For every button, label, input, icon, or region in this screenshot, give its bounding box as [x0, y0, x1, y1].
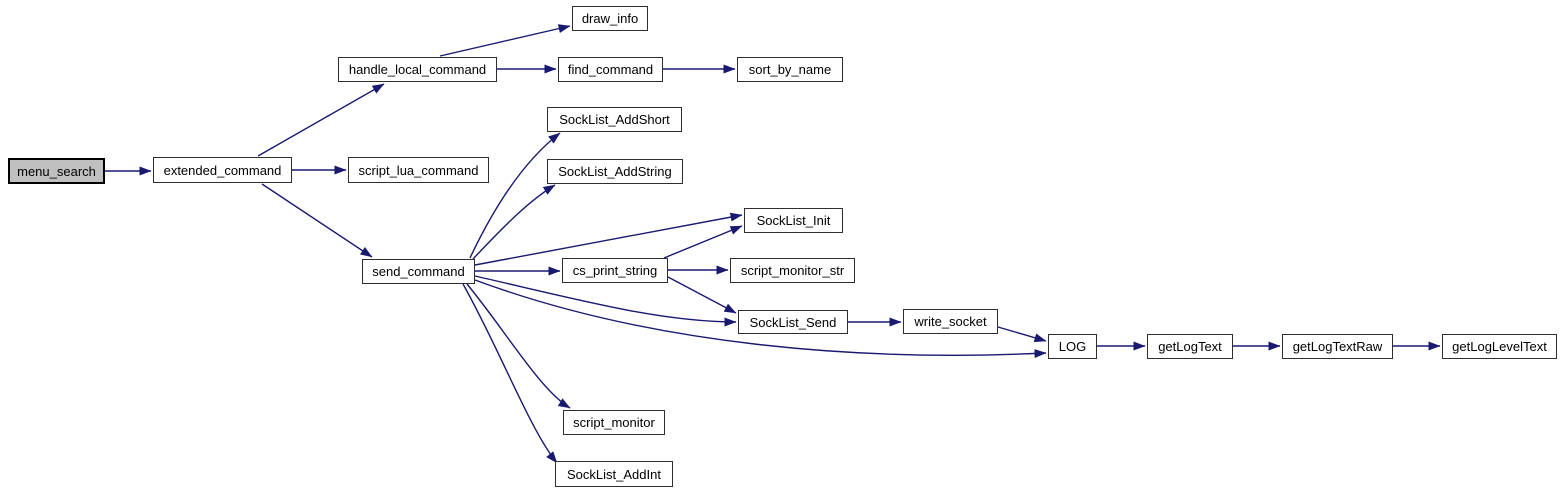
edge-cs_print_string-to-SockList_Send	[667, 276, 737, 314]
node-script_lua_command[interactable]: script_lua_command	[348, 157, 489, 183]
node-cs_print_string[interactable]: cs_print_string	[562, 258, 668, 283]
node-script_monitor_str[interactable]: script_monitor_str	[730, 258, 855, 283]
node-menu_search[interactable]: menu_search	[8, 158, 105, 184]
node-getLogLevelText[interactable]: getLogLevelText	[1442, 334, 1557, 359]
node-handle_local_command[interactable]: handle_local_command	[338, 57, 497, 82]
node-script_monitor[interactable]: script_monitor	[563, 410, 665, 435]
edge-extended_command-to-send_command	[261, 183, 373, 258]
node-getLogText[interactable]: getLogText	[1147, 334, 1233, 359]
node-SockList_AddInt[interactable]: SockList_AddInt	[555, 461, 673, 487]
edges-group	[105, 24, 1441, 464]
node-find_command[interactable]: find_command	[558, 57, 663, 82]
node-sort_by_name[interactable]: sort_by_name	[737, 57, 843, 82]
node-SockList_Init[interactable]: SockList_Init	[744, 208, 843, 233]
node-getLogTextRaw[interactable]: getLogTextRaw	[1282, 334, 1393, 359]
node-send_command[interactable]: send_command	[362, 259, 475, 284]
node-write_socket[interactable]: write_socket	[903, 309, 998, 334]
node-extended_command[interactable]: extended_command	[153, 157, 292, 183]
node-draw_info[interactable]: draw_info	[572, 6, 648, 31]
edge-extended_command-to-handle_local_command	[257, 83, 385, 157]
node-SockList_Send[interactable]: SockList_Send	[738, 310, 848, 334]
edge-send_command-to-SockList_AddString	[472, 184, 556, 260]
edge-handle_local_command-to-draw_info	[439, 24, 571, 57]
edge-send_command-to-script_monitor	[466, 283, 571, 409]
node-LOG[interactable]: LOG	[1048, 334, 1097, 359]
node-SockList_AddShort[interactable]: SockList_AddShort	[547, 107, 682, 132]
edge-send_command-to-SockList_Send	[474, 275, 737, 327]
edge-send_command-to-SockList_Init	[474, 212, 743, 266]
edge-write_socket-to-LOG	[997, 326, 1047, 343]
edge-cs_print_string-to-SockList_Init	[663, 225, 743, 259]
node-SockList_AddString[interactable]: SockList_AddString	[547, 159, 683, 184]
edge-send_command-to-LOG	[474, 279, 1047, 359]
edge-send_command-to-SockList_AddInt	[462, 283, 558, 464]
edge-send_command-to-SockList_AddShort	[469, 132, 561, 259]
